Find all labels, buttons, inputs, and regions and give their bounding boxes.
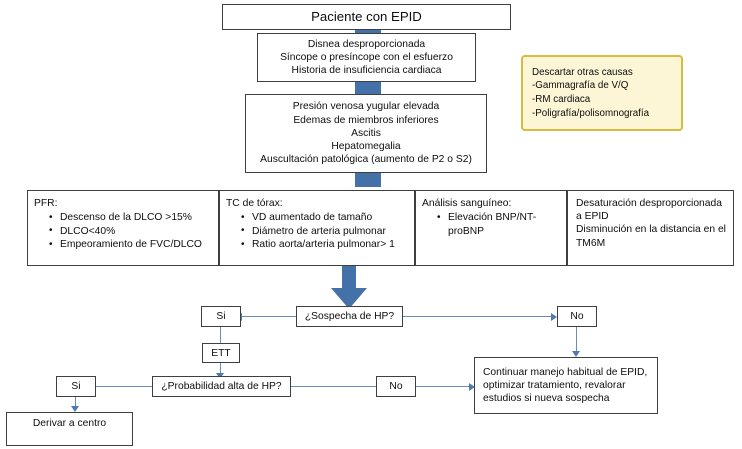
test-box-blood-header: Análisis sanguíneo: [422, 198, 512, 209]
test-box-pfr: PFR: Descenso de la DLCO >15% DLCO<40% E… [27, 190, 219, 266]
decision-suspicion-no[interactable]: No [557, 306, 597, 327]
test-box-desaturation-line-1: Desaturación desproporcionada a EPID [576, 198, 722, 223]
decision-probability-label: ¿Probabilidad alta de HP? [161, 381, 282, 392]
test-box-ct-chest-item: Ratio aorta/arteria pulmonar> 1 [241, 238, 408, 252]
decision-probability[interactable]: ¿Probabilidad alta de HP? [152, 376, 291, 397]
connector-yes-to-refer [75, 397, 77, 409]
outcome-continue-line-2: optimizar tratamiento, revalorar [483, 379, 626, 391]
callout-box-other-causes: Descartar otras causas -Gammagrafía de V… [521, 55, 683, 131]
symptoms-line-3: Historia de insuficiencia cardiaca [291, 65, 442, 77]
symptoms-line-1: Disnea desproporcionada [307, 38, 426, 50]
outcome-refer-box: Derivar a centro [6, 412, 133, 446]
arrowhead-right-suspicion-no [551, 312, 557, 321]
test-box-pfr-header: PFR: [34, 198, 58, 209]
test-box-desaturation-line-2: Disminución en la distancia en el TM6M [576, 224, 726, 249]
outcome-continue-box: Continuar manejo habitual de EPID, optim… [474, 357, 658, 414]
symptoms-line-2: Síncope o presíncope con el esfuerzo [280, 51, 453, 63]
signs-line-1: Presión venosa yugular elevada [292, 101, 440, 113]
decision-probability-yes-label: Si [71, 381, 81, 392]
decision-ett-label: ETT [211, 347, 231, 359]
connector-suspicion-to-no [403, 316, 553, 318]
signs-line-3: Ascitis [351, 127, 381, 139]
down-arrow-icon [331, 266, 367, 309]
decision-probability-yes[interactable]: Si [56, 376, 96, 397]
connector-blue-arrow-to-suspicion [330, 266, 368, 310]
connector-probability-to-no [291, 386, 376, 388]
title-box: Paciente con EPID [222, 4, 511, 30]
test-box-pfr-item: Descenso de la DLCO >15% [49, 211, 212, 225]
test-box-ct-chest: TC de tórax: VD aumentado de tamaño Diám… [219, 190, 415, 266]
signs-line-4: Hepatomegalia [331, 141, 401, 153]
connector-blue-signs-to-tests [355, 173, 381, 187]
test-box-desaturation: Desaturación desproporcionada a EPID Dis… [567, 190, 734, 266]
test-box-ct-chest-header: TC de tórax: [226, 198, 283, 209]
outcome-continue-line-3: estudios si nueva sospecha [483, 393, 610, 405]
signs-line-5: Auscultación patológica (aumento de P2 o… [260, 154, 472, 166]
decision-probability-no[interactable]: No [376, 376, 416, 397]
connector-ett-to-probability [220, 363, 222, 376]
arrowhead-down-refer [71, 406, 79, 412]
symptoms-box: Disnea desproporcionada Síncope o presín… [257, 33, 476, 82]
decision-suspicion-yes[interactable]: Si [201, 306, 241, 327]
signs-line-2: Edemas de miembros inferiores [293, 114, 439, 126]
arrowhead-right-continue [469, 382, 475, 391]
callout-line-2: -Gammagrafía de V/Q [532, 80, 629, 92]
connector-suspicion-to-yes [240, 316, 296, 318]
test-box-pfr-item: DLCO<40% [49, 224, 212, 238]
test-box-ct-chest-item: VD aumentado de tamaño [241, 211, 408, 225]
decision-suspicion-no-label: No [570, 311, 584, 322]
connector-blue-symptoms-to-signs [355, 82, 381, 94]
decision-suspicion-yes-label: Si [216, 311, 226, 322]
connector-no-to-continue [576, 327, 578, 354]
callout-line-3: -RM cardiaca [532, 94, 591, 105]
connector-no-to-continue-horizontal [416, 386, 471, 388]
decision-ett[interactable]: ETT [202, 343, 240, 363]
outcome-continue-line-1: Continuar manejo habitual de EPID, [483, 366, 648, 378]
test-box-pfr-item: Empeoramiento de FVC/DLCO [49, 238, 212, 252]
test-box-blood-item: Elevación BNP/NT-proBNP [437, 211, 560, 238]
decision-suspicion[interactable]: ¿Sospecha de HP? [296, 306, 403, 327]
title-text: Paciente con EPID [311, 9, 422, 24]
callout-line-1: Descartar otras causas [532, 66, 633, 78]
decision-probability-no-label: No [389, 381, 403, 392]
connector-probability-to-yes [96, 386, 152, 388]
signs-box: Presión venosa yugular elevada Edemas de… [245, 94, 487, 173]
connector-yes-to-ett [220, 327, 222, 343]
test-box-blood: Análisis sanguíneo: Elevación BNP/NT-pro… [415, 190, 567, 266]
callout-line-4: -Poligrafía/polisomnografía [532, 107, 650, 119]
arrowhead-down-no-continue [572, 351, 580, 357]
test-box-ct-chest-item: Diámetro de arteria pulmonar [241, 224, 408, 238]
outcome-refer-label: Derivar a centro [32, 418, 107, 429]
decision-suspicion-label: ¿Sospecha de HP? [304, 311, 395, 322]
